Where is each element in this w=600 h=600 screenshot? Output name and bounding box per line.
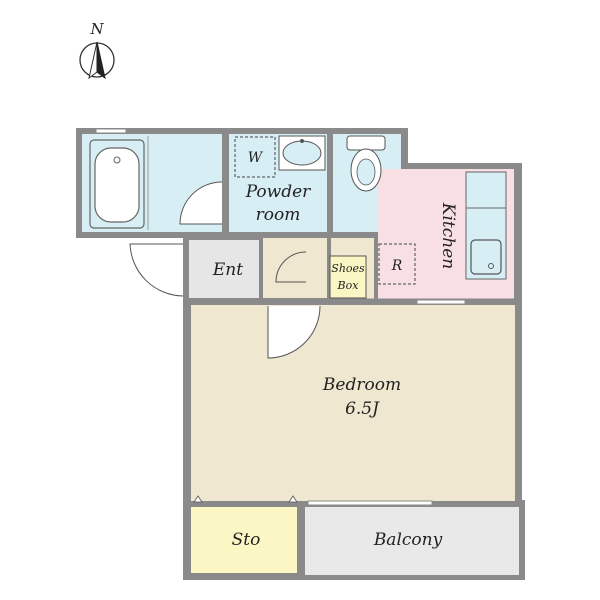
sink-icon bbox=[278, 135, 326, 171]
powder-room-label-2: room bbox=[256, 205, 301, 225]
kitchen-counter bbox=[465, 171, 507, 280]
shoe-box bbox=[329, 255, 367, 299]
bedroom-size-label: 6.5J bbox=[345, 399, 380, 419]
balcony-label: Balcony bbox=[373, 530, 443, 550]
hall-door-icon bbox=[275, 251, 307, 283]
kitchen-label: Kitchen bbox=[438, 202, 458, 269]
entrance-label: Ent bbox=[212, 260, 243, 280]
storage-area bbox=[191, 507, 297, 573]
fridge-label: R bbox=[391, 258, 403, 274]
bedroom-label: Bedroom bbox=[322, 375, 401, 395]
partitions bbox=[223, 132, 332, 578]
toilet-icon bbox=[346, 135, 386, 192]
fridge-icon bbox=[378, 243, 416, 285]
shoe-box-label-2: Box bbox=[337, 279, 360, 292]
storage-door-mark-icon bbox=[193, 495, 203, 503]
entrance-area bbox=[189, 240, 259, 298]
windows bbox=[95, 128, 466, 506]
bedroom-door-icon bbox=[267, 305, 321, 359]
storage-door-mark-icon bbox=[288, 495, 298, 503]
storage-label: Sto bbox=[232, 530, 261, 550]
hall-area bbox=[263, 238, 327, 298]
entrance-door-icon bbox=[129, 243, 184, 297]
compass-label: N bbox=[89, 20, 104, 38]
bathtub-icon bbox=[89, 139, 145, 229]
washer-label: W bbox=[248, 150, 264, 166]
bedroom-area bbox=[191, 305, 515, 501]
powder-room-label-1: Powder bbox=[245, 182, 311, 202]
shoe-box-label-1: Shoes bbox=[331, 262, 365, 275]
washer-icon bbox=[234, 136, 276, 178]
bath-door-icon bbox=[179, 181, 223, 225]
balcony-area bbox=[305, 507, 519, 575]
north-arrow-icon bbox=[79, 41, 115, 80]
